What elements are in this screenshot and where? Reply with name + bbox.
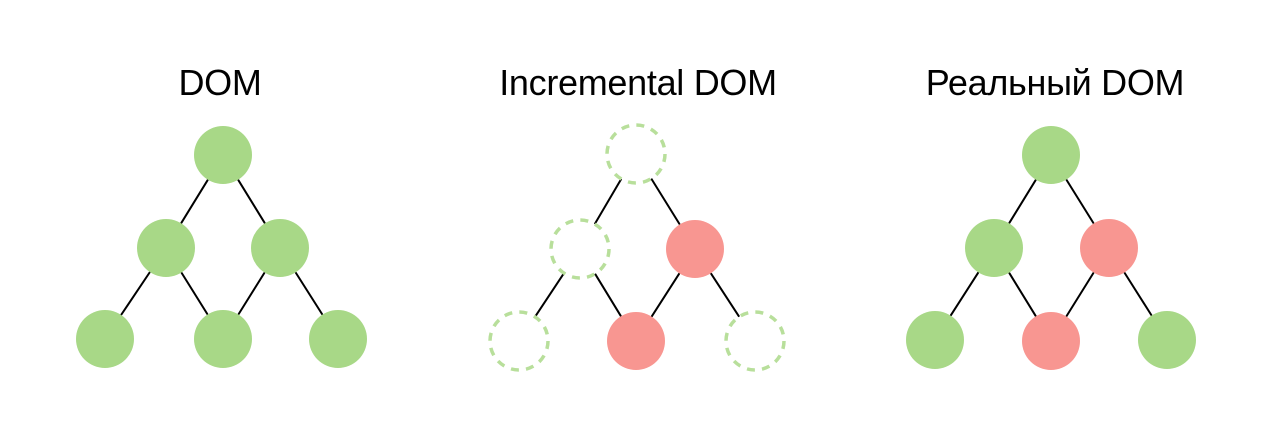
tree-node-placeholder bbox=[605, 123, 667, 185]
tree-node-changed bbox=[607, 312, 665, 370]
edge-line bbox=[594, 178, 622, 225]
edge-line bbox=[180, 179, 209, 224]
edge-line bbox=[180, 272, 209, 315]
tree-node-unchanged bbox=[906, 311, 964, 369]
tree-title-incremental-dom: Incremental DOM bbox=[499, 62, 777, 103]
tree-node-changed bbox=[666, 220, 724, 278]
edge-line bbox=[294, 271, 324, 316]
edge-line bbox=[710, 272, 740, 318]
tree-node-unchanged bbox=[965, 219, 1023, 277]
edge-line bbox=[120, 271, 151, 316]
edge-line bbox=[1065, 179, 1095, 224]
edge-line bbox=[650, 272, 681, 318]
tree-node-unchanged bbox=[1022, 126, 1080, 184]
tree-node-unchanged bbox=[137, 219, 195, 277]
edge-line bbox=[237, 179, 266, 224]
edge-line bbox=[1008, 179, 1037, 224]
edge-line bbox=[594, 273, 622, 317]
edge-line bbox=[1065, 272, 1095, 317]
tree-node-placeholder bbox=[549, 218, 611, 280]
tree-node-unchanged bbox=[194, 310, 252, 368]
tree-title-real-dom: Реальный DOM bbox=[925, 62, 1185, 103]
tree-node-changed bbox=[1022, 312, 1080, 370]
edge-line bbox=[1008, 272, 1037, 317]
tree-node-placeholder bbox=[488, 310, 550, 372]
tree-node-unchanged bbox=[76, 310, 134, 368]
edge-line bbox=[1123, 272, 1153, 316]
edge-line bbox=[534, 272, 565, 318]
tree-node-unchanged bbox=[1138, 311, 1196, 369]
tree-node-unchanged bbox=[251, 219, 309, 277]
tree-node-placeholder bbox=[724, 310, 786, 372]
tree-node-unchanged bbox=[309, 310, 367, 368]
tree-node-unchanged bbox=[194, 126, 252, 184]
tree-title-dom: DOM bbox=[178, 62, 262, 103]
edge-line bbox=[650, 178, 681, 225]
tree-node-changed bbox=[1080, 219, 1138, 277]
edge-line bbox=[949, 271, 980, 317]
edge-line bbox=[237, 272, 266, 315]
